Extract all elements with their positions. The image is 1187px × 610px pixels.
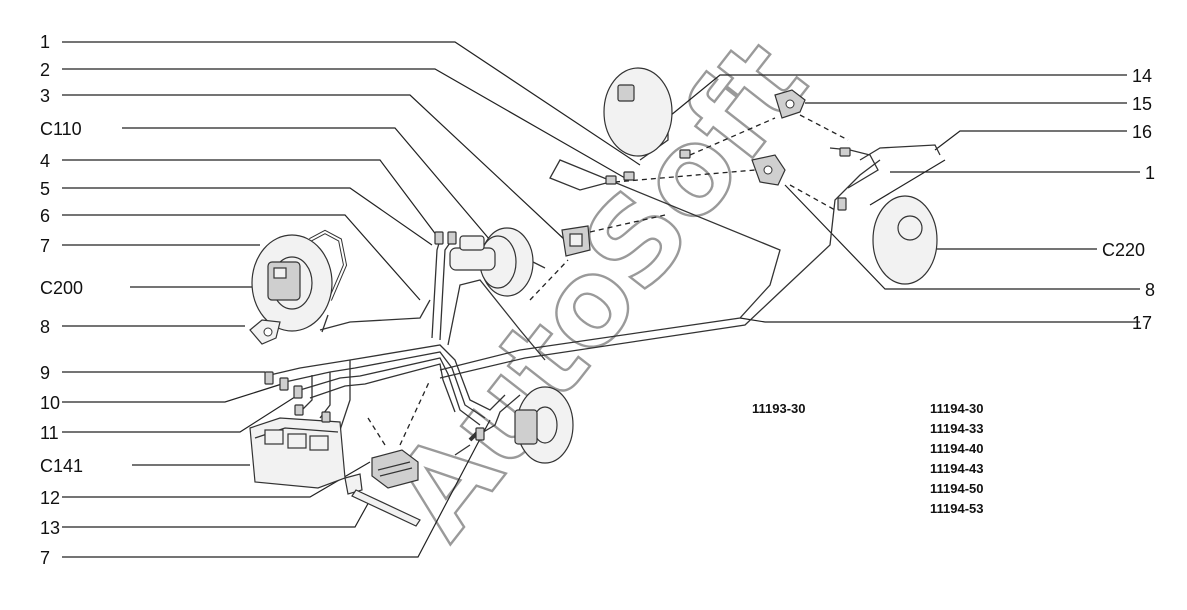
model-codes: 11193-30 11194-30 11194-33 11194-40 1119… (752, 401, 984, 516)
pipe-bracket-3 (561, 225, 591, 257)
model-code: 11194-30 (930, 401, 984, 416)
right-front-brake (514, 386, 574, 464)
callout-17: 17 (1132, 313, 1152, 333)
model-code: 11193-30 (752, 401, 806, 416)
callout-15: 15 (1132, 94, 1152, 114)
cable-tie-13 (344, 473, 421, 527)
pipe-clip-left (249, 319, 281, 345)
brake-booster-C110 (449, 227, 546, 297)
callout-9: 9 (40, 363, 50, 383)
abs-unit-C141 (249, 417, 346, 489)
rear-right-drum-C220 (869, 159, 946, 285)
callout-C141: C141 (40, 456, 83, 476)
callout-C200: C200 (40, 278, 83, 298)
pipe-fittings (264, 147, 851, 441)
model-code: 11194-50 (930, 481, 984, 496)
callout-10: 10 (40, 393, 60, 413)
callout-12: 12 (40, 488, 60, 508)
model-code: 11194-33 (930, 421, 984, 436)
callout-14: 14 (1132, 66, 1152, 86)
callout-1: 1 (40, 32, 50, 52)
model-code: 11194-40 (930, 441, 984, 456)
callout-1-right: 1 (1145, 163, 1155, 183)
callout-8-right: 8 (1145, 280, 1155, 300)
callout-7-top: 7 (40, 236, 50, 256)
callout-C110: C110 (40, 119, 82, 139)
callout-7-bottom: 7 (40, 548, 50, 568)
callout-2: 2 (40, 60, 50, 80)
callout-11: 11 (40, 423, 59, 443)
callout-C220: C220 (1102, 240, 1145, 260)
pipe-clip-15 (774, 89, 806, 119)
rear-t-union (751, 154, 786, 186)
watermark: AutoSoft (363, 15, 833, 562)
callout-16: 16 (1132, 122, 1152, 142)
rear-left-brake-disc (603, 67, 673, 157)
callout-6: 6 (40, 206, 50, 226)
leader-lines-right (664, 74, 1140, 323)
callout-3: 3 (40, 86, 50, 106)
callouts-right: 14 15 16 1 C220 8 17 (1102, 66, 1155, 333)
pipe-connector-12 (371, 449, 419, 489)
callout-5: 5 (40, 179, 50, 199)
callouts-left: 1 2 3 C110 4 5 6 7 C200 8 9 10 11 C141 1… (40, 32, 83, 568)
model-code: 11194-43 (930, 461, 984, 476)
callout-8-left: 8 (40, 317, 50, 337)
callout-4: 4 (40, 151, 50, 171)
left-front-brake-C200 (251, 234, 333, 332)
callout-13: 13 (40, 518, 60, 538)
leader-lines-left (62, 41, 641, 558)
model-code: 11194-53 (930, 501, 984, 516)
